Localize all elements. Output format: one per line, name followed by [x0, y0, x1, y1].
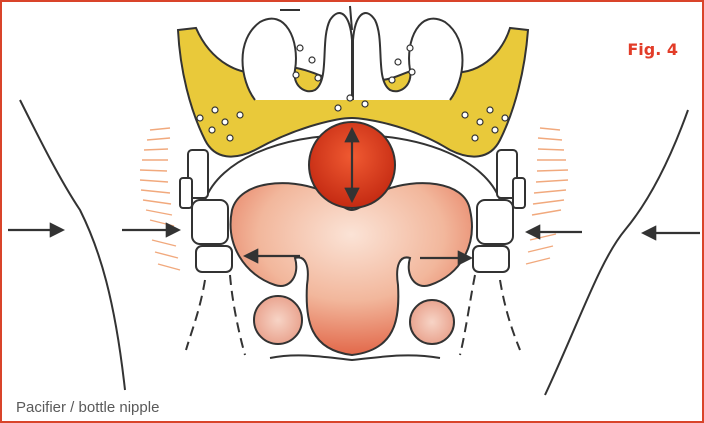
right-teeth [473, 150, 525, 272]
left-nasal-loop [243, 13, 353, 100]
right-muscle-hatching [526, 128, 568, 264]
figure-number-label: Fig. 4 [627, 40, 678, 59]
right-nasal-loop [353, 13, 463, 100]
left-teeth [180, 150, 232, 272]
right-tonsil [410, 300, 454, 344]
right-cheek-contour [545, 110, 688, 395]
figure-caption: Pacifier / bottle nipple [16, 399, 159, 416]
left-muscle-hatching [140, 128, 180, 270]
left-tonsil [254, 296, 302, 344]
left-cheek-contour [20, 100, 125, 390]
lower-lip-contour [270, 355, 440, 360]
